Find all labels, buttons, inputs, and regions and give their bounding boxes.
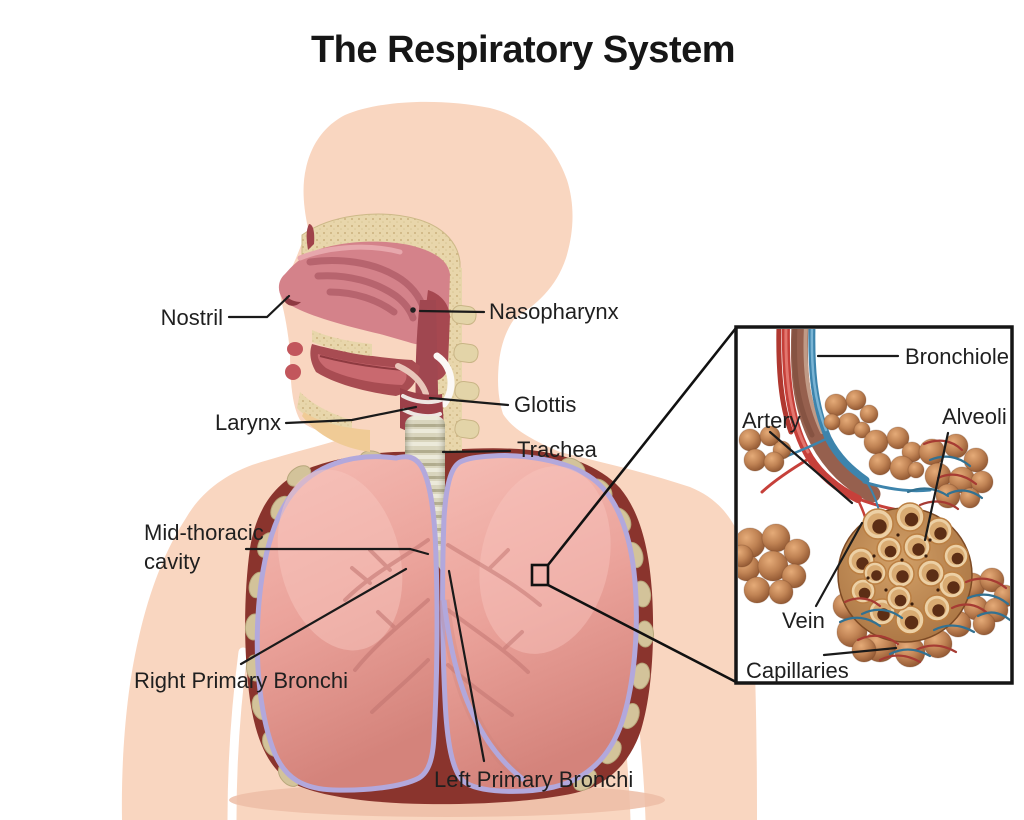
leader-mid-thoracic [244, 547, 430, 556]
leader-alveoli [923, 431, 950, 542]
capillary-mesh [838, 439, 1010, 664]
leader-trachea [441, 449, 512, 454]
label-mid-thoracic-line2: cavity [144, 549, 200, 574]
right-lung [254, 454, 440, 793]
right-lung-vessels [343, 538, 430, 714]
label-right-primary-bronchi: Right Primary Bronchi [134, 668, 348, 693]
larynx-cartilage [401, 394, 443, 419]
cut-cluster-dots [866, 533, 940, 606]
label-alveoli: Alveoli [942, 404, 1007, 429]
head-cross-section [278, 213, 480, 452]
leader-left-bronchi [447, 569, 486, 763]
leader-nostril [227, 294, 291, 319]
cut-alveoli-cluster [837, 502, 973, 643]
leader-vein [814, 521, 864, 608]
leader-nasopharynx [418, 309, 486, 314]
label-mid-thoracic-line1: Mid-thoracic [144, 520, 264, 545]
label-nostril: Nostril [161, 305, 223, 330]
upper-lip [287, 342, 303, 356]
label-artery: Artery [742, 408, 801, 433]
callout-line-bottom [547, 583, 737, 684]
label-nasopharynx: Nasopharynx [489, 299, 619, 324]
nostril-notch [285, 296, 301, 306]
left-lung [438, 453, 639, 794]
leader-artery [768, 430, 854, 505]
chin-bone [297, 392, 352, 434]
label-bronchiole: Bronchiole [905, 344, 1009, 369]
right-lung-highlight [277, 469, 403, 651]
leader-glottis [428, 396, 510, 407]
leader-capillaries [822, 646, 898, 657]
turbinates [306, 257, 428, 322]
page-title: The Respiratory System [311, 29, 735, 71]
label-vein: Vein [782, 608, 825, 633]
frontal-sinus [306, 224, 315, 250]
inset-box: Bronchiole Artery Alveoli Vein Capillari… [734, 325, 1014, 685]
cardiac-notch [441, 599, 526, 782]
main-labels: Nostril Nasopharynx Larynx Glottis Trach… [134, 294, 633, 792]
label-left-primary-bronchi: Left Primary Bronchi [434, 767, 633, 792]
label-larynx: Larynx [215, 410, 281, 435]
callout-line-top [546, 327, 738, 566]
nasal-cavity [278, 241, 450, 345]
epiglottis [395, 363, 429, 397]
leader-right-bronchi [239, 567, 408, 666]
vertebrae [451, 304, 480, 440]
label-capillaries: Capillaries [746, 658, 849, 683]
alveoli-cups [847, 502, 969, 635]
leader-larynx [284, 405, 418, 425]
callout-square [530, 563, 550, 587]
tongue-line [319, 355, 405, 371]
nasal-highlight [297, 244, 403, 261]
left-lung-highlight [479, 466, 611, 654]
inset-illustration [738, 329, 1010, 668]
upper-jaw-bone [312, 330, 372, 356]
label-glottis: Glottis [514, 392, 576, 417]
nasopharynx-dot [410, 307, 416, 313]
label-trachea: Trachea [517, 437, 598, 462]
lower-lip [285, 364, 301, 380]
